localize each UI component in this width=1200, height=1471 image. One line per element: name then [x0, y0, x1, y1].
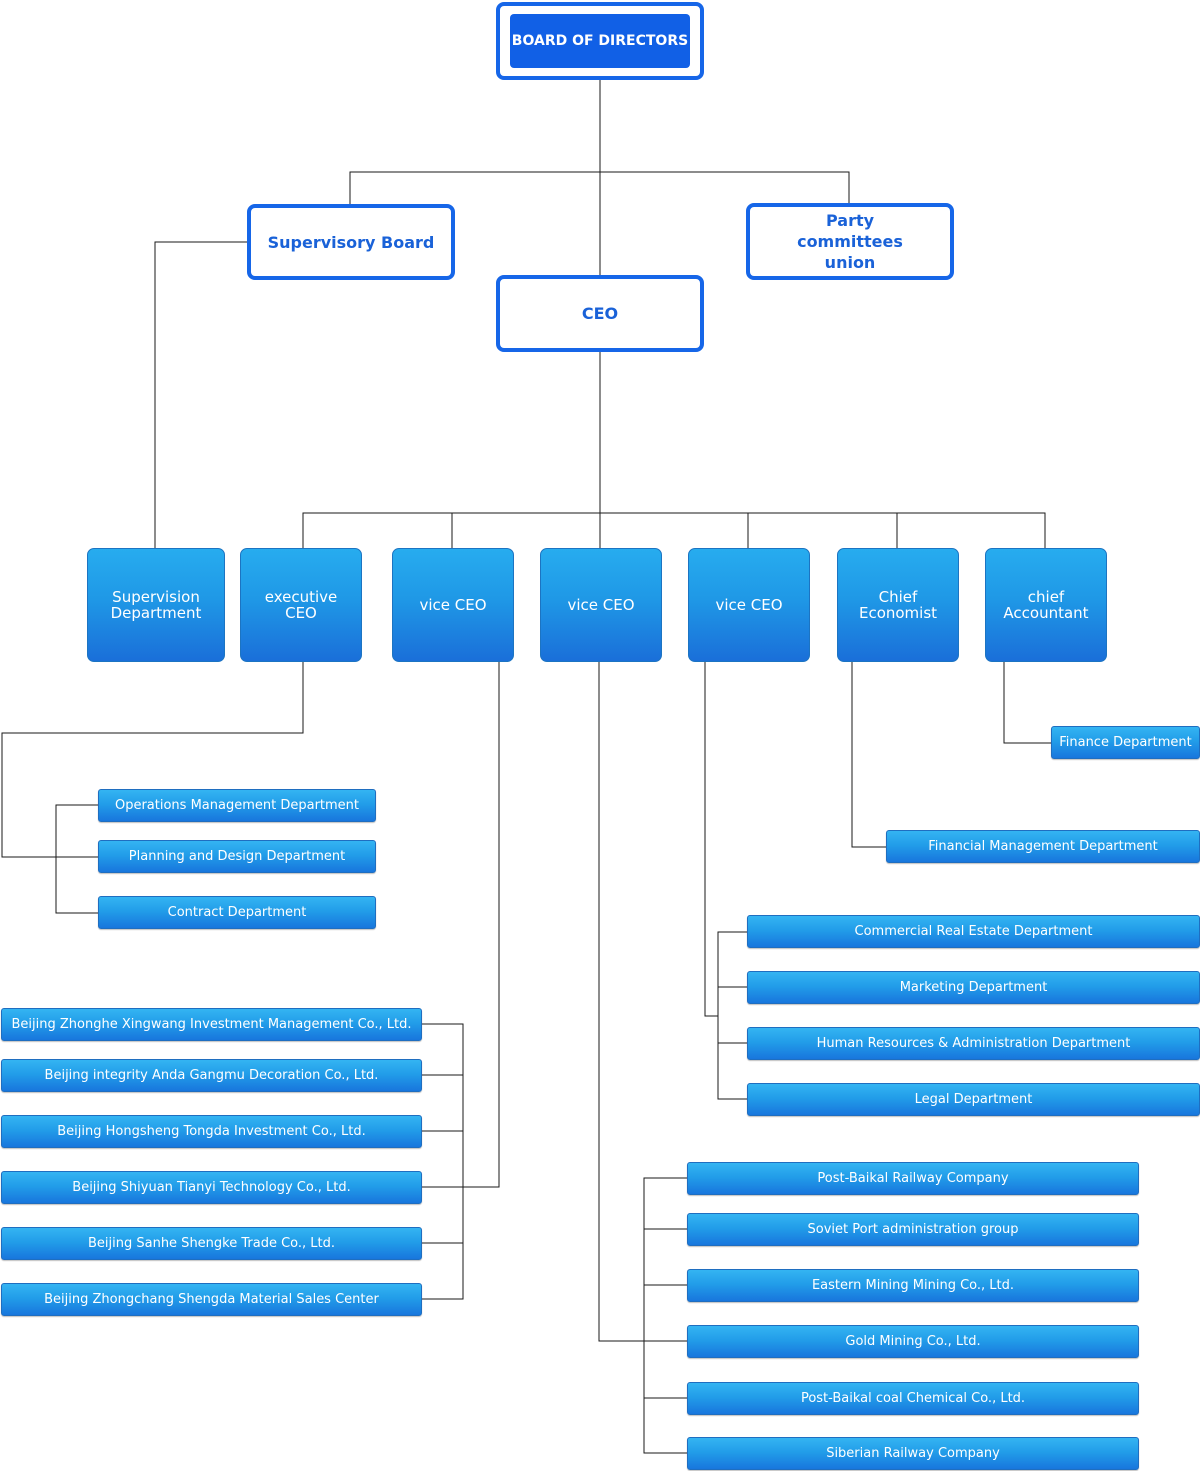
- executive-ceo-label: executive CEO: [264, 588, 338, 622]
- company-label: Eastern Mining Mining Co., Ltd.: [811, 1278, 1015, 1293]
- board-of-directors-box[interactable]: BOARD OF DIRECTORS: [496, 2, 704, 80]
- hr-administration-department[interactable]: Human Resources & Administration Departm…: [747, 1027, 1200, 1060]
- financial-management-department[interactable]: Financial Management Department: [886, 830, 1200, 863]
- finance-department[interactable]: Finance Department: [1051, 726, 1200, 759]
- company-label: Siberian Railway Company: [826, 1446, 1000, 1461]
- company-label: Beijing Zhonghe Xingwang Investment Mana…: [11, 1017, 412, 1032]
- company-gold-mining[interactable]: Gold Mining Co., Ltd.: [687, 1325, 1139, 1358]
- financial-management-label: Financial Management Department: [928, 839, 1158, 854]
- company-zhongchang-shengda[interactable]: Beijing Zhongchang Shengda Material Sale…: [1, 1283, 422, 1316]
- department-label: Commercial Real Estate Department: [854, 924, 1093, 939]
- ceo-label: CEO: [581, 304, 619, 323]
- vice-ceo-1-label: vice CEO: [419, 596, 487, 614]
- company-label: Soviet Port administration group: [807, 1222, 1019, 1237]
- contract-department-label: Contract Department: [167, 905, 307, 920]
- company-label: Beijing Zhongchang Shengda Material Sale…: [44, 1292, 379, 1307]
- finance-department-label: Finance Department: [1059, 735, 1192, 750]
- supervisory-board-box[interactable]: Supervisory Board: [247, 204, 455, 280]
- department-label: Human Resources & Administration Departm…: [816, 1036, 1131, 1051]
- vice-ceo-3-label: vice CEO: [715, 596, 783, 614]
- company-label: Beijing Shiyuan Tianyi Technology Co., L…: [72, 1180, 351, 1195]
- vice-ceo-1-box[interactable]: vice CEO: [392, 548, 514, 662]
- company-post-baikal-railway[interactable]: Post-Baikal Railway Company: [687, 1162, 1139, 1195]
- executive-ceo-box[interactable]: executive CEO: [240, 548, 362, 662]
- vice-ceo-2-label: vice CEO: [567, 596, 635, 614]
- department-label: Legal Department: [914, 1092, 1033, 1107]
- board-of-directors-label: BOARD OF DIRECTORS: [510, 14, 690, 68]
- company-label: Post-Baikal Railway Company: [817, 1171, 1009, 1186]
- operations-management-department[interactable]: Operations Management Department: [98, 789, 376, 822]
- vice-ceo-2-box[interactable]: vice CEO: [540, 548, 662, 662]
- company-label: Beijing Sanhe Shengke Trade Co., Ltd.: [87, 1236, 336, 1251]
- chief-economist-box[interactable]: Chief Economist: [837, 548, 959, 662]
- legal-department[interactable]: Legal Department: [747, 1083, 1200, 1116]
- ceo-box[interactable]: CEO: [496, 275, 704, 352]
- supervisory-board-label: Supervisory Board: [267, 232, 435, 252]
- company-label: Beijing Hongsheng Tongda Investment Co.,…: [57, 1124, 366, 1139]
- commercial-real-estate-department[interactable]: Commercial Real Estate Department: [747, 915, 1200, 948]
- company-eastern-mining[interactable]: Eastern Mining Mining Co., Ltd.: [687, 1269, 1139, 1302]
- chief-economist-label: Chief Economist: [858, 588, 938, 622]
- company-soviet-port[interactable]: Soviet Port administration group: [687, 1213, 1139, 1246]
- chief-accountant-box[interactable]: chief Accountant: [985, 548, 1107, 662]
- chief-accountant-label: chief Accountant: [1003, 588, 1089, 622]
- marketing-department[interactable]: Marketing Department: [747, 971, 1200, 1004]
- department-label: Marketing Department: [899, 980, 1048, 995]
- vice-ceo-3-box[interactable]: vice CEO: [688, 548, 810, 662]
- supervision-department-label: Supervision Department: [110, 588, 202, 622]
- company-integrity-anda[interactable]: Beijing integrity Anda Gangmu Decoration…: [1, 1059, 422, 1092]
- company-label: Beijing integrity Anda Gangmu Decoration…: [44, 1068, 379, 1083]
- company-siberian-railway[interactable]: Siberian Railway Company: [687, 1437, 1139, 1470]
- company-post-baikal-coal[interactable]: Post-Baikal coal Chemical Co., Ltd.: [687, 1382, 1139, 1415]
- planning-design-label: Planning and Design Department: [128, 849, 346, 864]
- supervision-department-box[interactable]: Supervision Department: [87, 548, 225, 662]
- party-committees-label: Party committees union: [797, 211, 903, 272]
- company-label: Post-Baikal coal Chemical Co., Ltd.: [800, 1391, 1026, 1406]
- company-sanhe-shengke[interactable]: Beijing Sanhe Shengke Trade Co., Ltd.: [1, 1227, 422, 1260]
- planning-design-department[interactable]: Planning and Design Department: [98, 840, 376, 873]
- company-zhonghe-xingwang[interactable]: Beijing Zhonghe Xingwang Investment Mana…: [1, 1008, 422, 1041]
- company-shiyuan-tianyi[interactable]: Beijing Shiyuan Tianyi Technology Co., L…: [1, 1171, 422, 1204]
- party-committees-box[interactable]: Party committees union: [746, 203, 954, 280]
- operations-management-label: Operations Management Department: [114, 798, 360, 813]
- contract-department[interactable]: Contract Department: [98, 896, 376, 929]
- company-label: Gold Mining Co., Ltd.: [845, 1334, 981, 1349]
- company-hongsheng-tongda[interactable]: Beijing Hongsheng Tongda Investment Co.,…: [1, 1115, 422, 1148]
